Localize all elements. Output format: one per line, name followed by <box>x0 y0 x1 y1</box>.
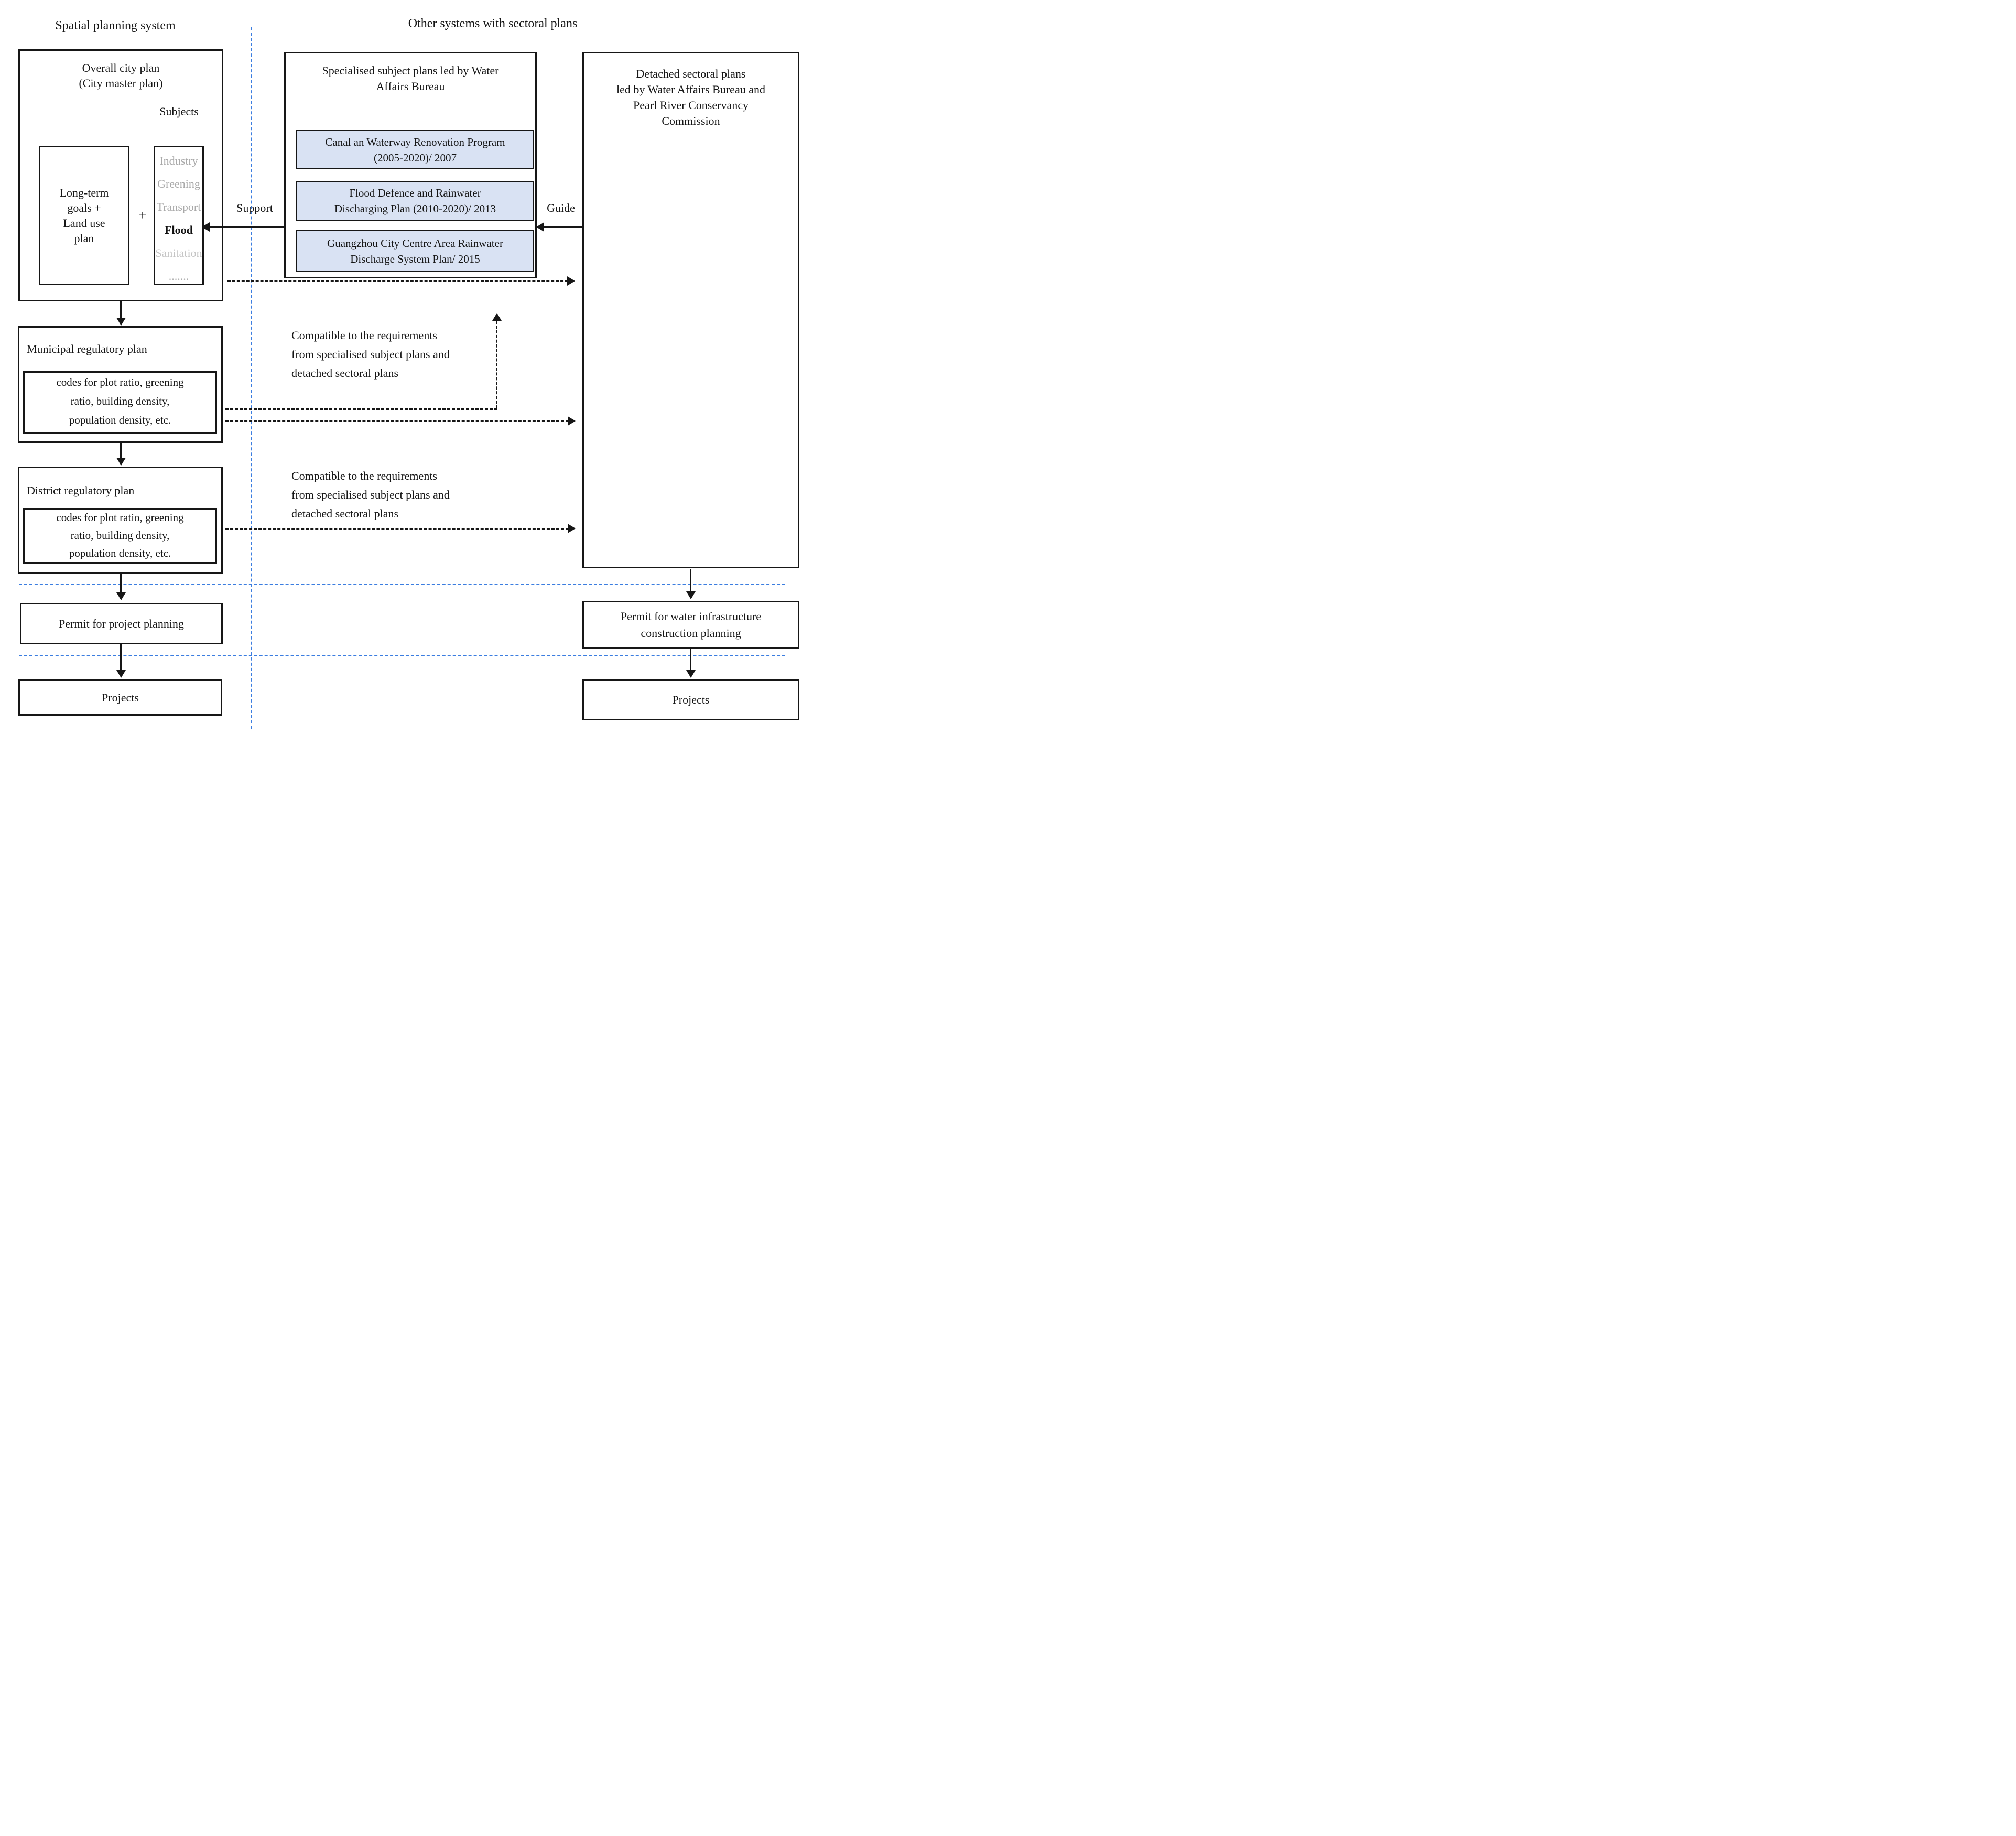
projects-left-box: Projects <box>18 679 222 716</box>
specialised-plans-title-line1: Specialised subject plans led by Water <box>322 64 499 77</box>
subject-flood: Flood <box>165 223 193 236</box>
left-column-title: Spatial planning system <box>55 19 176 33</box>
overall-city-plan-title-line2: (City master plan) <box>79 77 163 90</box>
district-codes-box: codes for plot ratio, greening ratio, bu… <box>23 508 217 564</box>
overall-city-plan-title: Overall city plan (City master plan) <box>20 60 222 91</box>
divider-horizontal-blue-permits <box>19 584 785 585</box>
detached-plans-title-line2: led by Water Affairs Bureau and <box>616 83 765 96</box>
divider-vertical-blue <box>251 27 252 729</box>
district-plan-title: District regulatory plan <box>27 484 135 497</box>
compatible-note-top-line2: from specialised subject plans and <box>291 348 450 361</box>
dashed-municipal-elbow-vertical <box>496 321 497 408</box>
municipal-codes-line1: codes for plot ratio, greening <box>56 376 184 388</box>
arrow-district-to-permit-line <box>120 574 122 593</box>
district-codes-line3: population density, etc. <box>69 547 171 559</box>
planning-system-diagram: Spatial planning system Other systems wi… <box>0 0 806 735</box>
support-label: Support <box>236 201 273 214</box>
dashed-municipal-to-detached-line <box>225 420 569 422</box>
arrow-municipal-to-district-head <box>116 458 126 466</box>
plan-rainwater-discharge-line2: Discharge System Plan/ 2015 <box>350 253 480 265</box>
support-arrow-line <box>209 226 284 228</box>
long-term-goals-box: Long-term goals + Land use plan <box>39 146 129 285</box>
compatible-note-bottom-line3: detached sectoral plans <box>291 507 399 520</box>
plan-canal-waterway: Canal an Waterway Renovation Program (20… <box>296 130 534 169</box>
plan-flood-defence-line1: Flood Defence and Rainwater <box>349 187 481 199</box>
dashed-municipal-elbow-head <box>492 313 502 321</box>
compatible-note-top-line1: Compatible to the requirements <box>291 329 437 342</box>
permit-water-infrastructure-line2: construction planning <box>641 627 741 640</box>
dashed-arrow-overall-to-detached-head <box>567 276 575 286</box>
permit-project-planning-label: Permit for project planning <box>59 617 184 630</box>
dashed-arrow-overall-to-detached-line <box>227 280 568 282</box>
guide-label: Guide <box>547 201 575 214</box>
projects-left-label: Projects <box>102 690 139 704</box>
right-column-title: Other systems with sectoral plans <box>408 17 578 30</box>
goals-line-1: Long-term <box>59 186 109 199</box>
subjects-box: Industry Greening Transport Flood Sanita… <box>154 146 204 285</box>
detached-plans-box: Detached sectoral plans led by Water Aff… <box>582 52 799 568</box>
support-arrow-head <box>202 222 210 232</box>
arrow-municipal-to-district-line <box>120 443 122 459</box>
goals-line-4: plan <box>74 232 94 245</box>
specialised-plans-title-line2: Affairs Bureau <box>376 80 445 93</box>
arrow-overall-to-municipal-head <box>116 318 126 326</box>
goals-line-2: goals + <box>67 201 101 214</box>
subject-industry: Industry <box>159 154 198 167</box>
detached-plans-title-line4: Commission <box>662 114 720 127</box>
specialised-plans-box: Specialised subject plans led by Water A… <box>284 52 537 278</box>
detached-plans-title: Detached sectoral plans led by Water Aff… <box>584 66 798 129</box>
plan-rainwater-discharge-line1: Guangzhou City Centre Area Rainwater <box>327 237 503 250</box>
plus-sign: + <box>138 208 147 223</box>
plan-canal-waterway-line2: (2005-2020)/ 2007 <box>373 151 457 164</box>
detached-plans-title-line3: Pearl River Conservancy <box>633 99 749 112</box>
arrow-permit-to-projects-left-head <box>116 670 126 678</box>
district-codes-line2: ratio, building density, <box>70 529 170 542</box>
compatible-note-top-line3: detached sectoral plans <box>291 366 399 380</box>
specialised-plans-title: Specialised subject plans led by Water A… <box>286 63 535 94</box>
dashed-municipal-to-detached-head <box>568 416 576 426</box>
permit-project-planning-box: Permit for project planning <box>20 603 223 644</box>
goals-line-3: Land use <box>63 217 105 230</box>
compatible-note-bottom: Compatible to the requirements from spec… <box>291 467 501 523</box>
municipal-plan-title: Municipal regulatory plan <box>27 342 147 355</box>
subject-greening: Greening <box>157 177 200 190</box>
subject-ellipsis: ....... <box>168 269 189 283</box>
plan-canal-waterway-line1: Canal an Waterway Renovation Program <box>325 135 505 148</box>
compatible-note-bottom-line1: Compatible to the requirements <box>291 469 437 482</box>
arrow-detached-to-permit-head <box>686 591 696 599</box>
projects-right-box: Projects <box>582 679 799 720</box>
permit-water-infrastructure-box: Permit for water infrastructure construc… <box>582 601 799 649</box>
municipal-codes-box: codes for plot ratio, greening ratio, bu… <box>23 371 217 434</box>
arrow-district-to-permit-head <box>116 592 126 600</box>
municipal-codes-line2: ratio, building density, <box>70 395 170 407</box>
divider-horizontal-blue-projects <box>19 655 785 656</box>
subject-sanitation: Sanitation <box>155 246 202 260</box>
guide-arrow-head <box>536 222 544 232</box>
projects-right-label: Projects <box>672 693 710 706</box>
compatible-note-top: Compatible to the requirements from spec… <box>291 326 501 383</box>
detached-plans-title-line1: Detached sectoral plans <box>636 67 746 80</box>
plan-flood-defence: Flood Defence and Rainwater Discharging … <box>296 181 534 221</box>
arrow-permit-to-projects-right-line <box>690 649 691 671</box>
arrow-permit-to-projects-right-head <box>686 670 696 678</box>
compatible-note-bottom-line2: from specialised subject plans and <box>291 488 450 501</box>
municipal-regulatory-plan-box: Municipal regulatory plan codes for plot… <box>18 326 223 443</box>
arrow-overall-to-municipal-line <box>120 301 122 319</box>
dashed-district-to-detached-line <box>225 528 569 530</box>
district-regulatory-plan-box: District regulatory plan codes for plot … <box>18 467 223 574</box>
permit-water-infrastructure-line1: Permit for water infrastructure <box>620 610 762 623</box>
arrow-detached-to-permit-line <box>690 569 691 592</box>
subject-transport: Transport <box>156 200 201 213</box>
guide-arrow-line <box>543 226 582 228</box>
arrow-permit-to-projects-left-line <box>120 644 122 671</box>
district-codes-line1: codes for plot ratio, greening <box>56 511 184 524</box>
subjects-label: Subjects <box>159 105 199 118</box>
plan-rainwater-discharge: Guangzhou City Centre Area Rainwater Dis… <box>296 230 534 272</box>
overall-city-plan-title-line1: Overall city plan <box>82 61 160 74</box>
plan-flood-defence-line2: Discharging Plan (2010-2020)/ 2013 <box>334 202 496 215</box>
dashed-municipal-elbow-horizontal <box>225 408 497 410</box>
municipal-codes-line3: population density, etc. <box>69 414 171 426</box>
dashed-district-to-detached-head <box>568 524 576 533</box>
